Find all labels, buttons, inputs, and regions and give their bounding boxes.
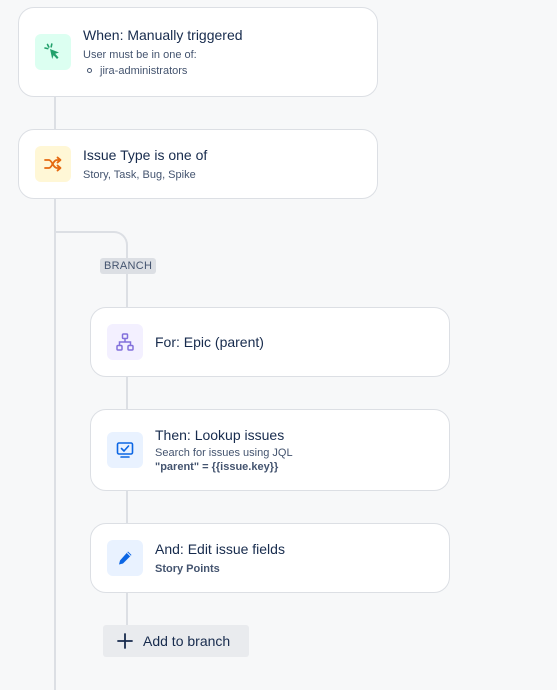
edit-fields-detail: Story Points bbox=[155, 563, 220, 575]
condition-icon-box bbox=[35, 146, 71, 182]
branch-icon-box bbox=[107, 324, 143, 360]
condition-subtitle: Story, Task, Bug, Spike bbox=[83, 168, 196, 181]
lookup-icon-box bbox=[107, 432, 143, 468]
pencil-icon bbox=[119, 551, 132, 565]
lookup-issues-card[interactable]: Then: Lookup issues Search for issues us… bbox=[90, 409, 450, 491]
edit-fields-card[interactable]: And: Edit issue fields Story Points bbox=[90, 523, 450, 593]
connector-trigger-condition bbox=[54, 96, 56, 130]
connector-main-rail bbox=[54, 198, 56, 690]
lookup-issues-icon bbox=[116, 442, 134, 458]
connector-branch-elbow bbox=[54, 231, 128, 261]
trigger-icon-box bbox=[35, 34, 71, 70]
add-to-branch-button[interactable]: Add to branch bbox=[103, 625, 249, 657]
cursor-click-icon bbox=[44, 43, 59, 59]
add-to-branch-label: Add to branch bbox=[143, 633, 231, 649]
branch-for-card[interactable]: For: Epic (parent) bbox=[90, 307, 450, 377]
branch-label: BRANCH bbox=[100, 258, 157, 274]
trigger-card[interactable]: When: Manually triggered User must be in… bbox=[18, 7, 378, 97]
trigger-title: When: Manually triggered bbox=[83, 26, 243, 43]
hierarchy-icon bbox=[116, 333, 134, 351]
connector-branch-add bbox=[126, 592, 128, 625]
condition-card[interactable]: Issue Type is one of Story, Task, Bug, S… bbox=[18, 129, 378, 199]
lookup-subtitle: Search for issues using JQL bbox=[155, 447, 293, 459]
connector-branch-step-2 bbox=[126, 490, 128, 524]
condition-title: Issue Type is one of bbox=[83, 146, 208, 163]
plus-icon bbox=[117, 633, 133, 649]
bullet-icon bbox=[87, 68, 92, 73]
trigger-subtitle: User must be in one of: bbox=[83, 48, 197, 61]
connector-branch-step-1 bbox=[126, 376, 128, 410]
lookup-jql: "parent" = {{issue.key}} bbox=[155, 461, 279, 473]
trigger-group-label: jira-administrators bbox=[100, 64, 188, 77]
shuffle-icon bbox=[44, 156, 62, 172]
edit-fields-title: And: Edit issue fields bbox=[155, 541, 285, 557]
lookup-title: Then: Lookup issues bbox=[155, 427, 285, 443]
trigger-group-item: jira-administrators bbox=[83, 63, 243, 79]
branch-for-title: For: Epic (parent) bbox=[155, 334, 264, 350]
edit-icon-box bbox=[107, 540, 143, 576]
connector-branch-header bbox=[126, 274, 128, 308]
